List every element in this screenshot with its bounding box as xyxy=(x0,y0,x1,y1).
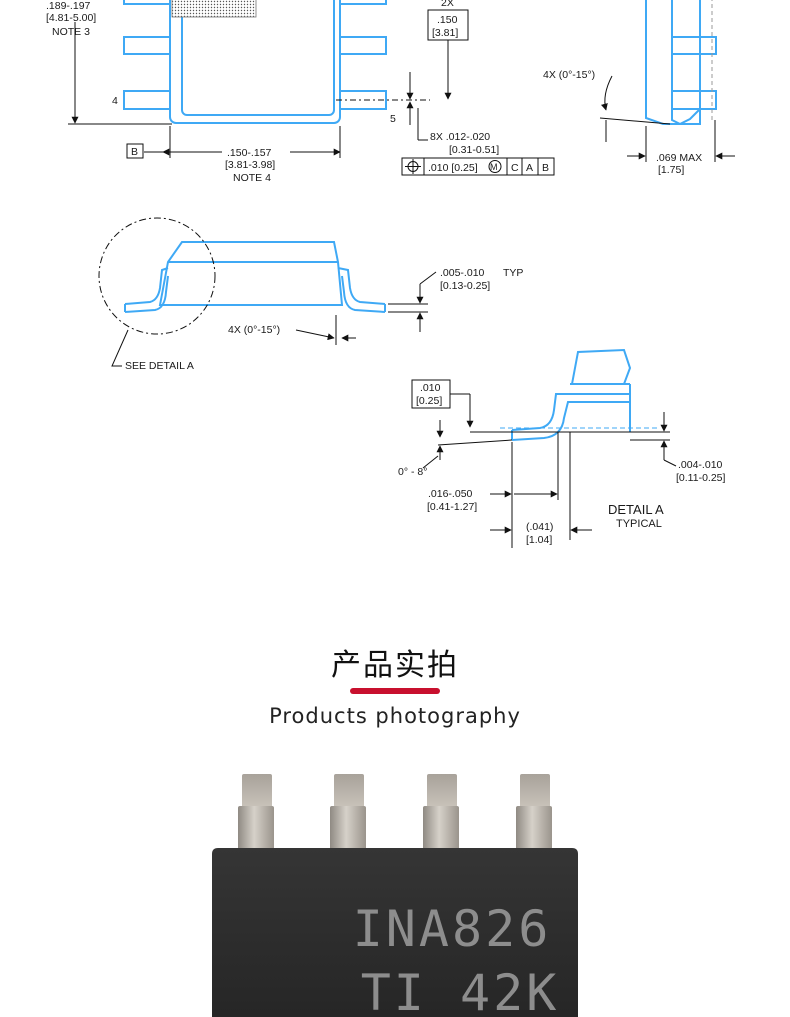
detail-sub: TYPICAL xyxy=(616,518,662,530)
pitch-count: 2X xyxy=(441,0,454,9)
pitch: .150 xyxy=(437,14,458,26)
chip-pin xyxy=(238,774,274,852)
detail-title: DETAIL A xyxy=(608,502,664,517)
lead-width-mm: [0.31-0.51] xyxy=(449,144,499,156)
fcf-b: B xyxy=(542,162,549,174)
gauge: .010 xyxy=(420,382,441,394)
chip-body xyxy=(212,848,578,1017)
chip-pin xyxy=(330,774,366,852)
chip-pins xyxy=(238,774,552,852)
height-max-mm: [1.75] xyxy=(658,164,684,176)
note4: NOTE 4 xyxy=(233,172,271,184)
section-title: 产品实拍 xyxy=(331,648,459,683)
height-max: .069 MAX xyxy=(656,152,702,164)
lead-width: 8X .012-.020 xyxy=(430,131,490,143)
angle-side: 4X (0°-15°) xyxy=(543,69,595,81)
foot-angle: 0° - 8° xyxy=(398,466,427,478)
pin5-label: 5 xyxy=(390,113,396,125)
detail-a: .010 [0.25] 0° - 8° .004-.010 [0.11-0.25… xyxy=(398,348,726,548)
chip-pin xyxy=(516,774,552,852)
foot-len-mm: [0.41-1.27] xyxy=(427,501,477,513)
fcf-value: .010 [0.25] xyxy=(428,162,478,174)
lead-thick-mm: [0.13-0.25] xyxy=(440,280,490,292)
foot-len: .016-.050 xyxy=(428,488,473,500)
product-photo: INA826 TI 42K xyxy=(212,774,578,1017)
footprint: (.041) xyxy=(526,521,553,533)
accent-bar xyxy=(350,688,440,694)
fcf-c: C xyxy=(511,162,519,174)
fcf-a: A xyxy=(526,162,533,174)
package-drawing: .189-.197 [4.81-5.00] NOTE 3 4 5 B .150-… xyxy=(46,0,735,548)
pitch-mm: [3.81] xyxy=(432,27,458,39)
chip-pin xyxy=(423,774,459,852)
lead-thick: .005-.010 xyxy=(440,267,485,279)
lead-thick-typ: TYP xyxy=(503,267,523,279)
side-view: 4X (0°-15°) .069 MAX [1.75] xyxy=(543,0,735,176)
standoff: .004-.010 xyxy=(678,459,723,471)
fcf-m: M xyxy=(490,162,498,172)
body-length: .189-.197 xyxy=(46,0,91,12)
footprint-mm: [1.04] xyxy=(526,534,552,546)
body-width-mm: [3.81-3.98] xyxy=(225,159,275,171)
chip-marking-line1: INA826 xyxy=(353,900,552,958)
top-view: .189-.197 [4.81-5.00] NOTE 3 4 5 B .150-… xyxy=(46,0,555,184)
body-length-mm: [4.81-5.00] xyxy=(46,12,96,24)
feature-control-frame: .010 [0.25] M C A B xyxy=(401,157,555,176)
pin4-label: 4 xyxy=(112,95,118,107)
note3: NOTE 3 xyxy=(52,26,90,38)
section-subtitle: Products photography xyxy=(269,704,521,728)
body-width: .150-.157 xyxy=(227,147,272,159)
chip-marking-line2: TI 42K xyxy=(361,964,560,1017)
angle-front: 4X (0°-15°) xyxy=(228,324,280,336)
front-view: .005-.010 TYP [0.13-0.25] 4X (0°-15°) SE… xyxy=(98,217,523,372)
standoff-mm: [0.11-0.25] xyxy=(676,472,726,484)
pin1-marker xyxy=(171,0,257,18)
datum-b: B xyxy=(131,146,138,158)
see-detail: SEE DETAIL A xyxy=(125,360,194,372)
gauge-mm: [0.25] xyxy=(416,395,442,407)
